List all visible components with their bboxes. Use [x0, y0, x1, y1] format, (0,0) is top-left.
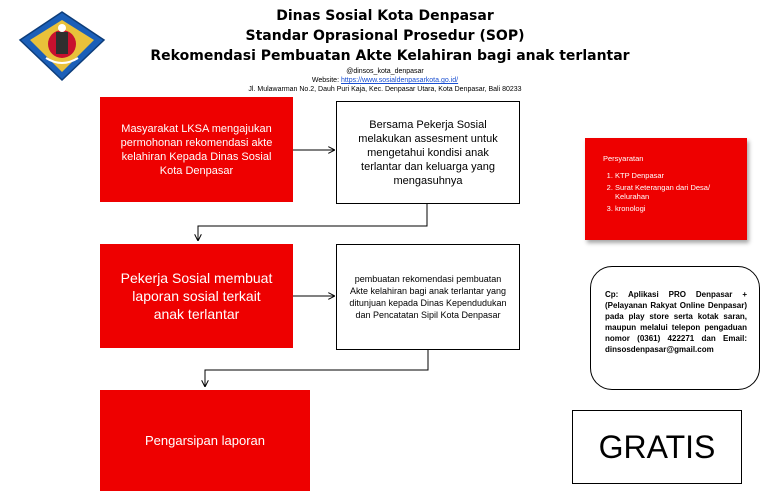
- website-link[interactable]: https://www.sosialdenpasarkota.go.id/: [340, 77, 459, 84]
- page-subtitle: Standar Oprasional Prosedur (SOP): [245, 28, 525, 44]
- requirement-item: Surat Keterangan dari Desa/ Kelurahan: [615, 183, 729, 201]
- requirements-title: Persyaratan: [603, 154, 644, 163]
- website-label: Website:: [311, 77, 340, 84]
- step4-text: pembuatan rekomendasi pembuatan Akte kel…: [349, 274, 507, 320]
- step2-text: Bersama Pekerja Sosial melakukan assesme…: [358, 118, 498, 187]
- website-line: Website: https://www.sosialdenpasarkota.…: [150, 76, 620, 85]
- step1-text: Masyarakat LKSA mengajukan permohonan re…: [120, 122, 273, 177]
- step5-text: Pengarsipan laporan: [145, 433, 265, 448]
- contact-text: Cp: Aplikasi PRO Denpasar + (Pelayanan R…: [605, 290, 747, 354]
- requirement-item: KTP Denpasar: [615, 171, 729, 180]
- instagram-handle: @dinsos_kota_denpasar: [346, 68, 424, 75]
- requirements-list: KTP Denpasar Surat Keterangan dari Desa/…: [603, 171, 729, 213]
- address: Jl. Mulawarman No.2, Dauh Puri Kaja, Kec…: [248, 86, 522, 93]
- requirements-box: Persyaratan KTP Denpasar Surat Keteranga…: [585, 138, 747, 240]
- logo: [16, 10, 108, 82]
- document-title: Rekomendasi Pembuatan Akte Kelahiran bag…: [150, 48, 630, 64]
- step2-box: Bersama Pekerja Sosial melakukan assesme…: [336, 101, 520, 204]
- contact-box: Cp: Aplikasi PRO Denpasar + (Pelayanan R…: [590, 266, 760, 390]
- step3-text: Pekerja Sosial membuat laporan sosial te…: [120, 270, 273, 322]
- step3-box: Pekerja Sosial membuat laporan sosial te…: [100, 244, 293, 348]
- page-title: Dinas Sosial Kota Denpasar: [276, 8, 494, 24]
- step4-box: pembuatan rekomendasi pembuatan Akte kel…: [336, 244, 520, 350]
- step5-box: Pengarsipan laporan: [100, 390, 310, 491]
- requirement-item: kronologi: [615, 204, 729, 213]
- gratis-box: GRATIS: [572, 410, 742, 484]
- gratis-text: GRATIS: [598, 428, 716, 465]
- step1-box: Masyarakat LKSA mengajukan permohonan re…: [100, 97, 293, 202]
